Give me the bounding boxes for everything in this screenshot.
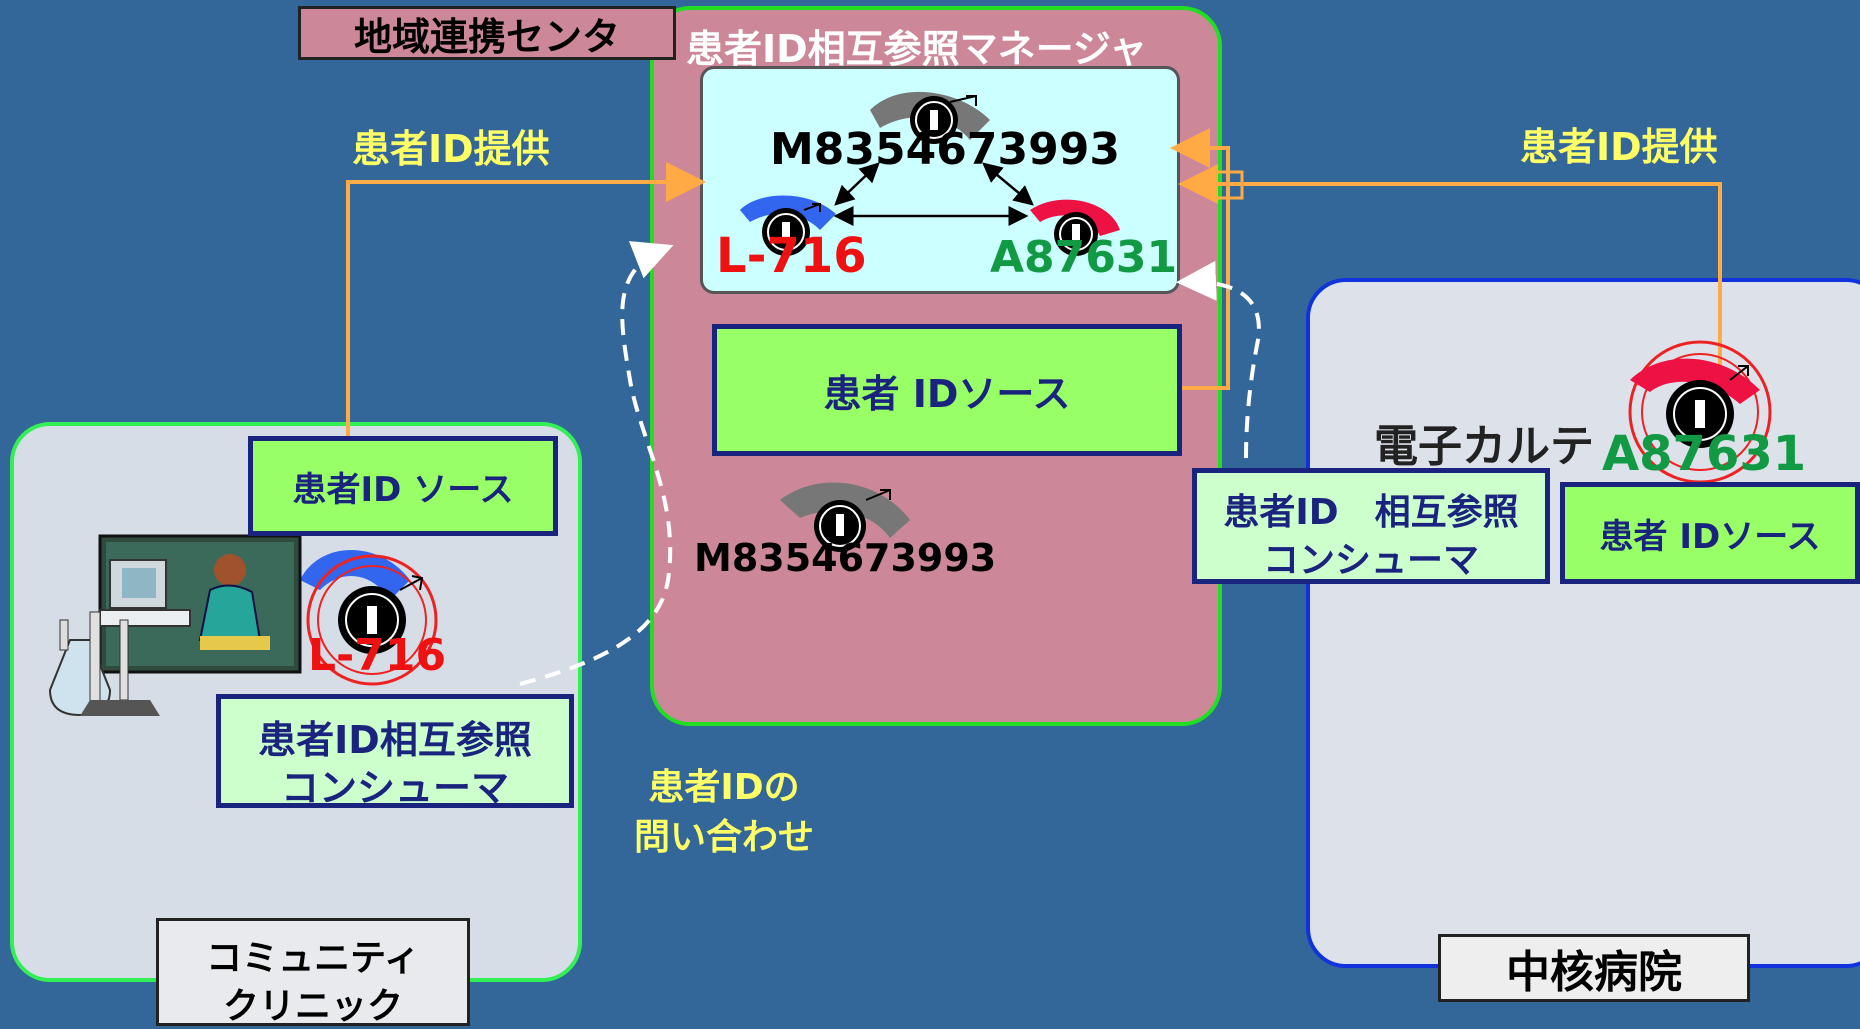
center-id-source: 患者 IDソース [712,324,1182,456]
master-id: M8354673993 [770,124,1120,175]
hospital-patient-id: A87631 [1602,426,1807,482]
center-title: 患者ID相互参照マネージャ [686,27,1148,71]
patient-icon-right-local [1030,199,1120,256]
query-arrow-right [1176,260,1261,459]
clinic-workstation-illustration [48,534,302,717]
clinic-consumer-line2: コンシューマ [280,766,509,810]
query-label-line2: 問い合わせ [633,817,814,858]
center-bottom-id: M8354673993 [694,536,997,580]
link-right-top [982,162,1034,206]
link-left-top [834,162,880,206]
clinic-name-tag: コミュニティ クリニック [156,918,470,1027]
junction-box [1214,170,1244,200]
provide-label-right: 患者ID提供 [1520,125,1718,169]
local-id-right: A87631 [990,232,1178,283]
hospital-consumer-box: 患者ID 相互参照 コンシューマ [1192,468,1550,584]
hospital-consumer-line2: コンシューマ [1262,540,1479,581]
hospital-consumer-line1: 患者ID 相互参照 [1223,492,1519,533]
local-id-left: L-716 [716,228,867,284]
patient-icon-master [870,91,990,144]
patient-icon-hospital [1628,340,1772,484]
hospital-id-source: 患者 IDソース [1560,482,1860,584]
hospital-system-name: 電子カルテ [1374,421,1594,472]
provide-arrow-left [346,162,706,438]
patient-icon-clinic [300,550,438,686]
center-tag: 地域連携センタ [298,6,676,60]
patient-icon-center-bottom [780,482,910,552]
provide-arrow-center [1170,128,1230,390]
clinic-consumer-box: 患者ID相互参照 コンシューマ [216,694,574,810]
query-label-line1: 患者IDの [648,767,800,808]
clinic-name-line2: クリニック [222,986,403,1027]
clinic-name-line1: コミュニティ [206,938,420,979]
hospital-name-tag: 中核病院 [1438,934,1750,1002]
clinic-consumer-line1: 患者ID相互参照 [258,718,532,762]
provide-arrow-right [1178,164,1722,400]
clinic-id-source: 患者ID ソース [248,436,558,536]
query-arrow-left [519,241,674,686]
clinic-patient-id: L-716 [308,630,447,681]
patient-icon-left-local [740,195,836,256]
provide-label-left: 患者ID提供 [352,127,550,171]
